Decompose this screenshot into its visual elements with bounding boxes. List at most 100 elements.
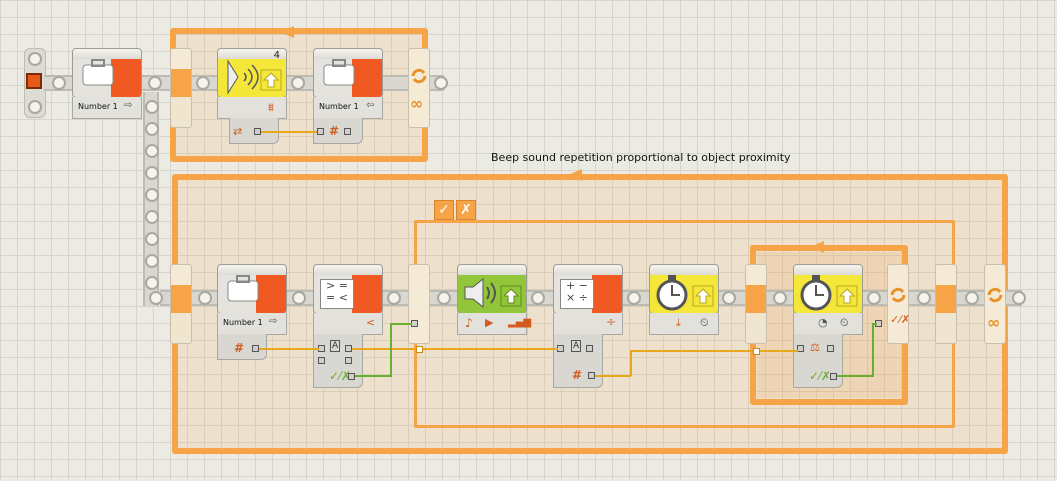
number-wire-math-out (595, 375, 631, 377)
less-than-icon: < (366, 316, 376, 329)
timer-read-icon: ◔ (818, 316, 828, 329)
compare-terminal-icon: ⇄ (233, 125, 243, 138)
beam-hole (145, 122, 159, 136)
compare-input-a-terminal[interactable] (318, 345, 325, 352)
beam-hole (965, 291, 979, 305)
ultrasonic-sensor-block[interactable]: 4 (217, 48, 287, 98)
stopwatch-icon (800, 275, 832, 311)
start-hole-top (28, 52, 42, 66)
logic-wire-compare-out (355, 375, 391, 377)
top-loop-end-cap[interactable] (408, 48, 430, 128)
loop-icon (890, 287, 906, 303)
math-result-terminal[interactable] (588, 372, 595, 379)
beam-hole (531, 291, 545, 305)
infinity-icon: ∞ (410, 94, 424, 113)
output-arrow-icon (836, 285, 858, 307)
beam-hole (145, 144, 159, 158)
variable-input-terminal[interactable] (317, 128, 324, 135)
main-loop-arrow-icon (568, 169, 582, 181)
top-loop-arrow-icon (280, 26, 294, 38)
variable-block-1[interactable] (72, 48, 142, 98)
speaker-icon (464, 277, 496, 309)
number-type-icon: # (572, 368, 583, 382)
sensor-block-footer (217, 97, 287, 119)
beam-hole (722, 291, 736, 305)
math-input-a-terminal[interactable] (557, 345, 564, 352)
logic-wire-timer-out (837, 375, 873, 377)
play-icon: ▶ (485, 316, 494, 329)
read-icon: ⇦ (366, 100, 375, 111)
beam-hole (145, 166, 159, 180)
switch-start-cap[interactable] (408, 264, 430, 344)
sensor-port: 4 (273, 50, 280, 61)
switch-input-terminal[interactable] (411, 320, 418, 327)
logic-wire-to-switch (390, 323, 412, 325)
number-wire-to-math (352, 348, 558, 350)
timer-compare-output-terminal[interactable] (827, 345, 834, 352)
beam-hole (387, 291, 401, 305)
beam-hole (627, 291, 641, 305)
beam-hole (149, 291, 163, 305)
wire-junction (753, 348, 760, 355)
math-icon: + −× ÷ (560, 279, 594, 309)
number-wire-riser (630, 350, 632, 376)
beam-hole (773, 291, 787, 305)
timer-compare-result-terminal[interactable] (830, 373, 837, 380)
divide-icon: ÷ (606, 315, 617, 329)
top-loop-start-cap[interactable] (170, 48, 192, 128)
inner-loop-end-cap[interactable] (887, 264, 909, 344)
timer-number-icon: ⏲ (840, 316, 849, 329)
math-block[interactable]: + −× ÷ (553, 264, 623, 314)
math-output-a-terminal[interactable] (586, 345, 593, 352)
compare-input-b-terminal[interactable] (318, 357, 325, 364)
output-arrow-icon (260, 69, 282, 91)
compare-result-terminal[interactable] (348, 373, 355, 380)
beam-hole (145, 210, 159, 224)
variable-name: Number 1 (319, 102, 359, 111)
beam-hole (196, 76, 210, 90)
sensor-output-terminal[interactable] (254, 128, 261, 135)
briefcase-icon (323, 59, 355, 86)
beam-hole (145, 232, 159, 246)
timer-compare-block[interactable] (793, 264, 863, 314)
timer-block-footer (649, 313, 719, 335)
start-icon[interactable] (26, 73, 42, 89)
infinity-icon: ∞ (987, 313, 1001, 332)
compare-block[interactable]: > == < (313, 264, 383, 314)
variable-block-2[interactable] (313, 48, 383, 98)
switch-end-cap[interactable] (935, 264, 957, 344)
stopwatch-icon (656, 275, 688, 311)
variable-block-3[interactable] (217, 264, 287, 314)
compare-output-a-terminal[interactable] (345, 345, 352, 352)
variable-block-1-label: Number 1 (72, 97, 142, 119)
main-loop-end-cap[interactable] (984, 264, 1006, 344)
note-icon: ♪ (465, 316, 473, 330)
variable-3-output-terminal[interactable] (252, 345, 259, 352)
number-type-icon: # (329, 124, 340, 138)
beam-hole (148, 76, 162, 90)
number-wire-to-timer (630, 350, 798, 352)
sound-block[interactable] (457, 264, 527, 314)
logic-wire-riser (390, 323, 392, 377)
main-loop-start-cap[interactable] (170, 264, 192, 344)
switch-tab-true[interactable]: ✓ (434, 200, 454, 220)
loop-icon (411, 68, 427, 84)
beam-hole (198, 291, 212, 305)
output-arrow-icon (692, 285, 714, 307)
input-a-icon: A (330, 340, 341, 352)
inner-loop-start-cap[interactable] (745, 264, 767, 344)
beam-hole (145, 276, 159, 290)
top-loop-frame[interactable] (170, 28, 428, 162)
variable-output-terminal[interactable] (344, 128, 351, 135)
output-arrow-icon (500, 285, 522, 307)
switch-tab-false[interactable]: ✗ (456, 200, 476, 220)
beam-hole (145, 188, 159, 202)
write-icon: ⇨ (269, 316, 278, 327)
timer-block[interactable] (649, 264, 719, 314)
compare-output-b-terminal[interactable] (345, 357, 352, 364)
timer-compare-input-terminal[interactable] (797, 345, 804, 352)
logic-wire-to-inner-loop (872, 323, 877, 325)
beam-hole (917, 291, 931, 305)
download-icon: ⤓ (676, 316, 681, 329)
beam-hole (1012, 291, 1026, 305)
